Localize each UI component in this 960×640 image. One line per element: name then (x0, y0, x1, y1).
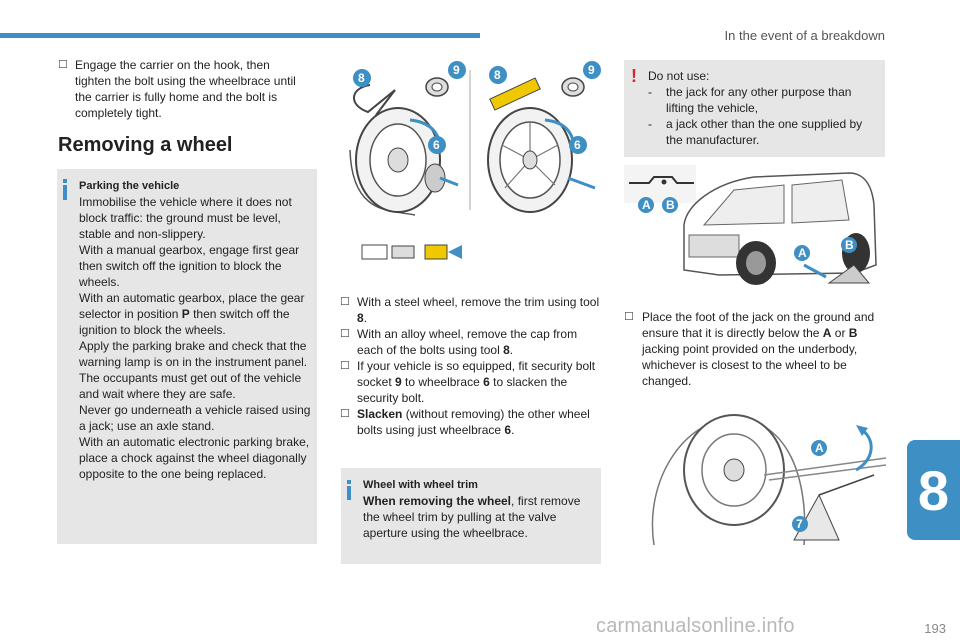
info-text: Wheel with wheel trim When removing the … (363, 479, 581, 540)
info-icon (347, 480, 351, 500)
svg-text:A: A (815, 441, 824, 455)
svg-text:6: 6 (574, 138, 581, 152)
badge-8-icon (353, 69, 371, 87)
list-item: ☐ With a steel wheel, remove the trim us… (340, 295, 600, 325)
watermark: carmanualsonline.info (596, 615, 795, 637)
list-item: ☐ If your vehicle is so equipped, fit se… (340, 359, 596, 405)
svg-text:A: A (798, 246, 807, 260)
warning-box: ! Do not use: -the jack for any other pu… (624, 60, 885, 157)
badge-A-icon (638, 197, 654, 213)
jack-steps-list: ☐ Place the foot of the jack on the grou… (624, 309, 886, 389)
chapter-tab: 8 (907, 440, 960, 540)
list-item: -a jack other than the one supplied by t… (648, 117, 863, 147)
checkbox-bullet-icon: ☐ (58, 59, 68, 71)
info-text: Parking the vehicle Immobilise the vehic… (79, 180, 311, 481)
badge-8-icon (489, 66, 507, 84)
svg-text:A: A (642, 198, 651, 212)
page-title: Removing a wheel (58, 134, 233, 156)
jack-placement-illustration: A 7 (651, 414, 887, 546)
badge-9-icon (583, 61, 601, 79)
svg-text:7: 7 (796, 517, 803, 531)
svg-text:9: 9 (588, 63, 595, 77)
badge-6-icon (428, 136, 446, 154)
svg-text:9: 9 (453, 63, 460, 77)
section-header: In the event of a breakdown (724, 28, 885, 43)
svg-text:8: 8 (494, 68, 501, 82)
svg-text:8: 8 (358, 71, 365, 85)
info-box-wheel-trim: Wheel with wheel trim When removing the … (341, 468, 601, 564)
list-item: ☐ With an alloy wheel, remove the cap fr… (340, 327, 578, 357)
badge-9-icon (448, 61, 466, 79)
warning-text: Do not use: -the jack for any other purp… (648, 68, 880, 148)
checkbox-bullet-icon: ☐ (340, 360, 350, 372)
badge-B-icon (662, 197, 678, 213)
badge-A-icon (811, 440, 827, 456)
page-number: 193 (924, 621, 946, 636)
checkbox-bullet-icon: ☐ (340, 408, 350, 420)
list-item: ☐ Slacken (without removing) the other w… (340, 407, 590, 437)
checkbox-bullet-icon: ☐ (340, 296, 350, 308)
warning-icon: ! (631, 66, 637, 86)
badge-B-icon (841, 237, 857, 253)
badge-A-icon (794, 245, 810, 261)
checkbox-bullet-icon: ☐ (624, 311, 634, 323)
header-accent-bar (0, 33, 480, 38)
wheel-removal-illustration: 8 9 6 8 9 6 (349, 61, 601, 260)
info-icon (63, 179, 67, 200)
badge-6-icon (569, 136, 587, 154)
badge-7-icon (792, 516, 808, 532)
svg-text:B: B (666, 198, 675, 212)
svg-text:B: B (845, 238, 854, 252)
checkbox-bullet-icon: ☐ (340, 328, 350, 340)
wheel-steps-list: ☐ With a steel wheel, remove the trim us… (340, 294, 602, 438)
intro-text: ☐ Engage the carrier on the hook, then t… (58, 57, 308, 121)
list-item: ☐ Place the foot of the jack on the grou… (624, 310, 875, 388)
svg-text:6: 6 (433, 138, 440, 152)
list-item: -the jack for any other purpose than lif… (648, 85, 852, 115)
list-item: ☐ Engage the carrier on the hook, then t… (58, 58, 296, 120)
jacking-points-illustration: A B A B (624, 165, 877, 285)
info-box-parking: Parking the vehicle Immobilise the vehic… (57, 169, 317, 544)
